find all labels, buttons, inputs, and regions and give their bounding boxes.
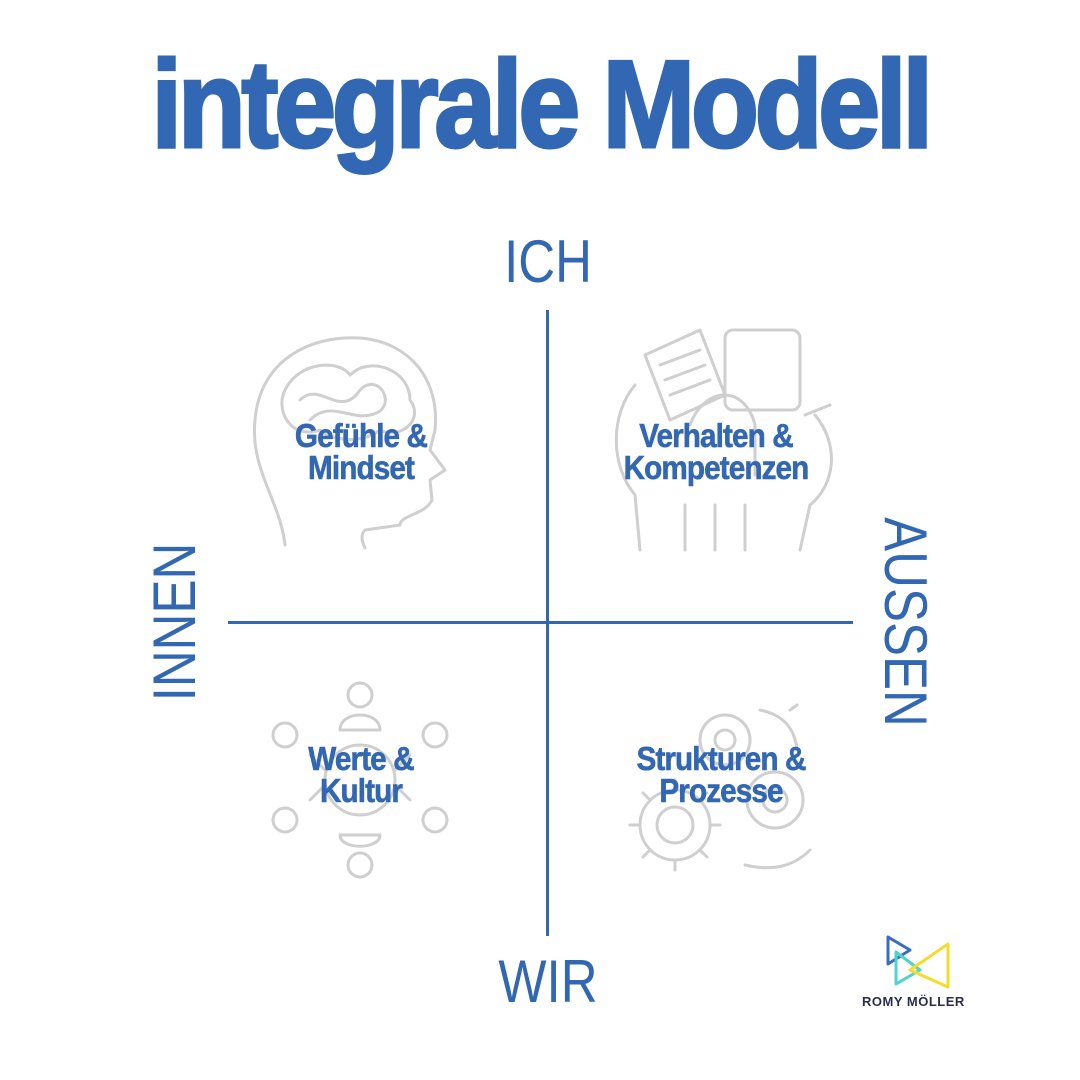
quadrant-label-upper-right: Verhalten &Kompetenzen [581, 417, 851, 486]
quadrant-line: Mindset [308, 449, 415, 486]
quadrant-line: Werte & [308, 740, 415, 777]
quadrant-line: Prozesse [659, 772, 784, 809]
people-circle-icon [271, 681, 449, 879]
quadrant-line: Strukturen & [636, 740, 807, 777]
quadrant-label-lower-left: Werte &Kultur [226, 740, 496, 809]
head-brain-icon [252, 336, 447, 550]
gears-icon [628, 703, 812, 872]
horizontal-axis-line [228, 621, 853, 624]
axis-label-left: INNEN [141, 542, 208, 702]
documents-hands-icon [614, 328, 833, 552]
page-title: integrale Modell [150, 36, 935, 174]
quadrant-line: Kompetenzen [623, 449, 809, 486]
logo-text: ROMY MÖLLER [862, 994, 965, 1009]
quadrant-line: Gefühle & [294, 417, 429, 454]
logo-mark-icon [886, 935, 950, 989]
axis-label-bottom: WIR [498, 948, 598, 1015]
quadrant-label-upper-left: Gefühle &Mindset [226, 417, 496, 486]
axis-label-right: AUSSEN [872, 517, 939, 727]
axis-label-top: ICH [504, 228, 592, 295]
quadrant-line: Verhalten & [639, 417, 794, 454]
quadrant-label-lower-right: Strukturen &Prozesse [586, 740, 856, 809]
quadrant-line: Kultur [319, 772, 403, 809]
